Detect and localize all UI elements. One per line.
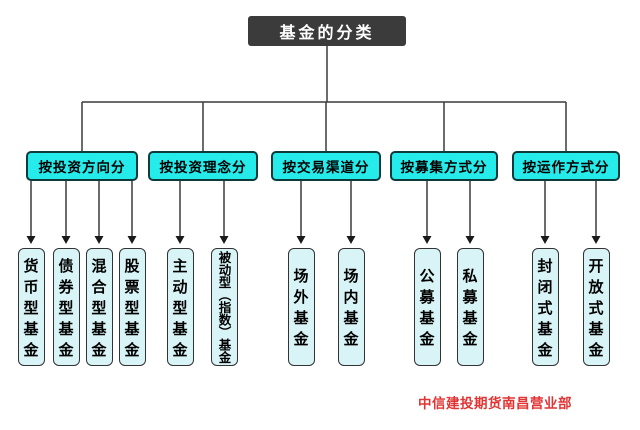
leaf-node-4-0: 封闭式基金 <box>531 248 559 366</box>
leaf-node-label: 被动型（指数）基金 <box>216 250 232 364</box>
leaf-node-4-1: 开放式基金 <box>582 248 610 366</box>
leaf-node-label: 货币型基金 <box>21 257 40 363</box>
leaf-node-2-0: 场外基金 <box>287 248 315 366</box>
leaf-node-label: 公募基金 <box>417 268 436 352</box>
leaf-node-1-0: 主动型基金 <box>166 248 194 366</box>
arrowhead-down-icon <box>61 236 71 244</box>
root-node: 基金的分类 <box>248 16 406 46</box>
leaf-node-0-3: 股票型基金 <box>118 248 146 366</box>
leaf-node-1-1: 被动型（指数）基金 <box>210 248 238 366</box>
leaf-node-label: 股票型基金 <box>122 257 141 363</box>
category-node-3: 按募集方式分 <box>390 151 498 181</box>
arrowhead-down-icon <box>346 236 356 244</box>
leaf-node-label: 封闭式基金 <box>535 257 554 363</box>
category-node-2: 按交易渠道分 <box>271 151 381 181</box>
arrowhead-down-icon <box>127 236 137 244</box>
arrowhead-down-icon <box>422 236 432 244</box>
leaf-node-0-0: 货币型基金 <box>17 248 45 366</box>
category-node-4: 按运作方式分 <box>512 151 620 181</box>
leaf-node-label: 开放式基金 <box>586 257 605 363</box>
category-node-label: 按投资方向分 <box>38 160 126 176</box>
category-node-0: 按投资方向分 <box>26 151 138 181</box>
leaf-node-label: 场外基金 <box>291 268 310 352</box>
leaf-node-0-2: 混合型基金 <box>85 248 113 366</box>
leaf-node-label: 场内基金 <box>341 268 360 352</box>
arrowhead-down-icon <box>296 236 306 244</box>
arrowhead-down-icon <box>591 236 601 244</box>
leaf-node-label: 债券型基金 <box>56 257 75 363</box>
watermark-text: 中信建投期货南昌营业部 <box>418 396 572 412</box>
leaf-node-label: 私募基金 <box>460 268 479 352</box>
arrowhead-down-icon <box>219 236 229 244</box>
leaf-node-label: 主动型基金 <box>170 257 189 363</box>
category-node-label: 按投资理念分 <box>159 160 247 176</box>
leaf-node-2-1: 场内基金 <box>337 248 365 366</box>
leaf-node-3-0: 公募基金 <box>413 248 441 366</box>
arrowhead-down-icon <box>26 236 36 244</box>
arrowhead-down-icon <box>465 236 475 244</box>
root-node-label: 基金的分类 <box>279 23 375 42</box>
category-node-label: 按交易渠道分 <box>282 160 370 176</box>
leaf-node-0-1: 债券型基金 <box>52 248 80 366</box>
category-node-label: 按募集方式分 <box>400 160 488 176</box>
leaf-node-3-1: 私募基金 <box>456 248 484 366</box>
arrowhead-down-icon <box>540 236 550 244</box>
arrowhead-down-icon <box>94 236 104 244</box>
category-node-label: 按运作方式分 <box>522 160 610 176</box>
category-node-1: 按投资理念分 <box>148 151 258 181</box>
arrowhead-down-icon <box>175 236 185 244</box>
leaf-node-label: 混合型基金 <box>89 257 108 363</box>
